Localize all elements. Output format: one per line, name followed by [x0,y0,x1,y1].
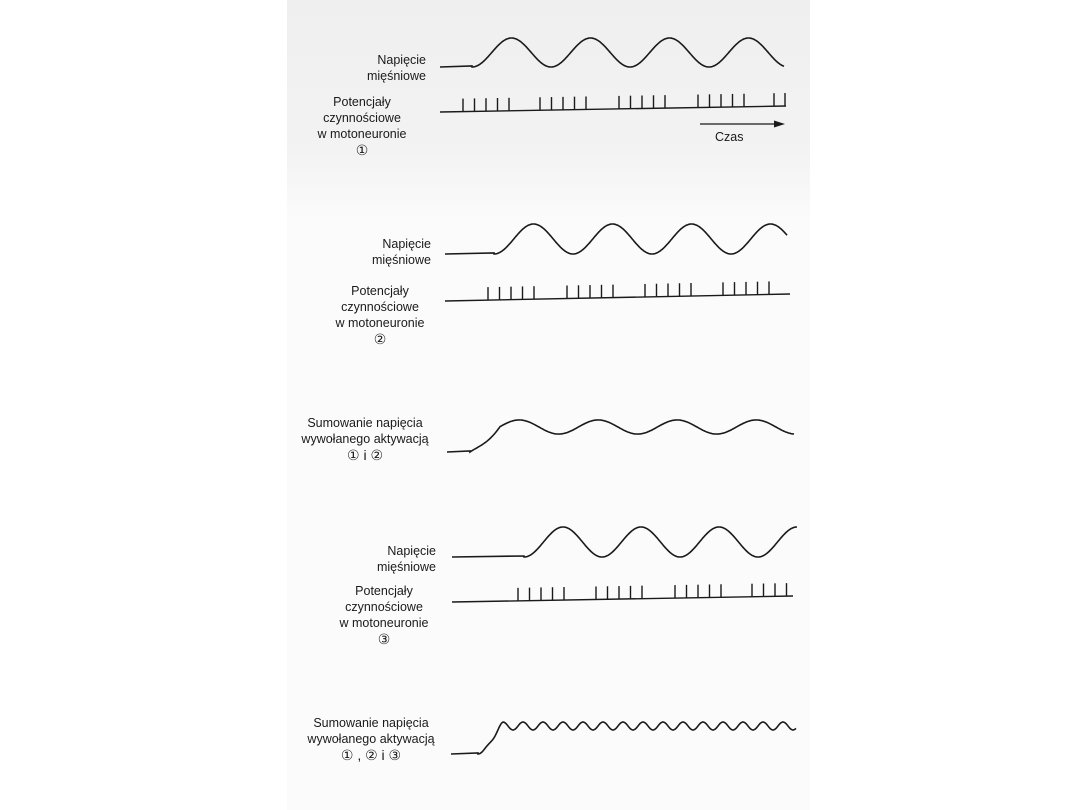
sum123-label-line2: wywołanego aktywacją [307,732,435,746]
sum12-label: Sumowanie napięcia wywołanego aktywacją … [290,415,440,463]
sum12-label-line2: wywołanego aktywacją [301,432,429,446]
panel1-tension-trace [439,37,785,68]
panel2-ap-label-line3: w motoneuronie [335,316,425,330]
panel1-ap-label-line2: czynnościowe [323,111,401,125]
sum12-tension-trace [446,419,795,454]
panel3-tension-trace [451,526,797,558]
panel1-ap-label: Potencjały czynnościowe w motoneuronie ① [300,94,424,158]
panel3-tension-label-line2: mięśniowe [376,560,436,574]
panel2-tension-trace [444,223,788,255]
time-arrow [700,120,785,128]
time-arrow-head [774,120,785,128]
panel3-ap-label-line1: Potencjały [355,584,413,598]
sum123-label-line1: Sumowanie napięcia [313,716,429,730]
panel1-tension-label-line1: Napięcie [377,53,426,67]
panel3-ap-label-line2: czynnościowe [345,600,423,614]
panel3-tension-label: Napięcie mięśniowe [310,543,436,575]
sum12-motoneuron-numbers: ① i ② [347,447,383,463]
panel2-tension-label: Napięcie mięśniowe [305,236,431,268]
sum123-tension-trace [450,721,797,755]
panel1-action-potential-baseline [439,105,787,113]
panel1-ap-label-line1: Potencjały [333,95,391,109]
panel1-motoneuron-number: ① [355,142,369,158]
panel1-tension-label-line2: mięśniowe [366,69,426,83]
panel3-motoneuron-number: ③ [377,631,391,647]
panel1-ap-label-line3: w motoneuronie [317,127,407,141]
panel3-tension-label-line1: Napięcie [387,544,436,558]
panel2-ap-label-line1: Potencjały [351,284,409,298]
panel2-tension-label-line1: Napięcie [382,237,431,251]
panel2-motoneuron-number: ② [373,331,387,347]
panel1-tension-label: Napięcie mięśniowe [300,52,426,84]
panel2-ap-label-line2: czynnościowe [341,300,419,314]
panel3-ap-label: Potencjały czynnościowe w motoneuronie ③ [322,583,446,647]
sum123-motoneuron-numbers: ① , ② i ③ [340,747,402,763]
time-axis-label: Czas [715,130,743,144]
panel3-action-potential-baseline [451,595,794,603]
sum123-label: Sumowanie napięcia wywołanego aktywacją … [296,715,446,763]
panel2-tension-label-line2: mięśniowe [371,253,431,267]
sum12-label-line1: Sumowanie napięcia [307,416,423,430]
panel3-ap-label-line3: w motoneuronie [339,616,429,630]
panel2-ap-label: Potencjały czynnościowe w motoneuronie ② [318,283,442,347]
panel2-action-potential-baseline [444,293,791,302]
